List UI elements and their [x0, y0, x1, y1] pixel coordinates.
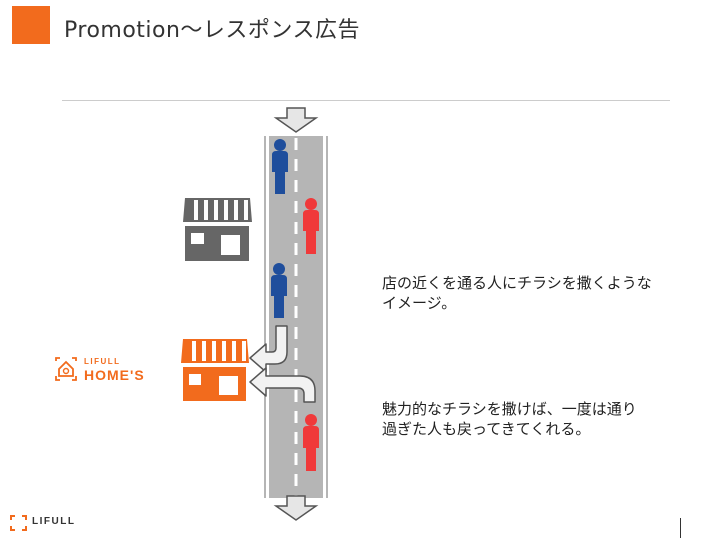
store-gray-icon: [183, 198, 252, 261]
page-title: Promotion〜レスポンス広告: [64, 18, 360, 43]
footer-lifull-logo: LIFULL: [10, 514, 100, 532]
arrow-down-bottom-icon: [273, 495, 319, 521]
lifull-homes-logo: LIFULL HOME'S: [54, 356, 164, 386]
turn-arrow-upper-icon: [249, 325, 288, 373]
arrow-down-top-icon: [273, 107, 319, 133]
caption-line: イメージ。: [382, 294, 457, 312]
caption-line: 魅力的なチラシを撒けば、一度は通り: [382, 400, 637, 418]
page-number-divider: [680, 518, 681, 538]
person-blue-2-icon: [271, 263, 287, 318]
lifull-bracket-icon: [10, 515, 27, 531]
caption-flyer-distribution: 店の近くを通る人にチラシを撒くような イメージ。: [382, 273, 712, 313]
homes-house-icon: [55, 357, 77, 381]
turn-arrow-lower-icon: [249, 367, 316, 403]
caption-return-visitors: 魅力的なチラシを撒けば、一度は通り 過ぎた人も戻ってきてくれる。: [382, 399, 712, 439]
title-accent-square: [12, 6, 50, 44]
homes-logo-main-text: HOME'S: [84, 367, 145, 383]
person-red-2-icon: [303, 414, 319, 471]
person-blue-1-icon: [272, 139, 288, 194]
store-orange-icon: [181, 339, 249, 401]
caption-line: 店の近くを通る人にチラシを撒くような: [382, 274, 652, 292]
caption-line: 過ぎた人も戻ってきてくれる。: [382, 420, 591, 438]
person-red-1-icon: [303, 198, 319, 254]
homes-logo-small-text: LIFULL: [84, 357, 121, 366]
footer-logo-text: LIFULL: [32, 516, 76, 527]
title-divider: [62, 100, 670, 101]
